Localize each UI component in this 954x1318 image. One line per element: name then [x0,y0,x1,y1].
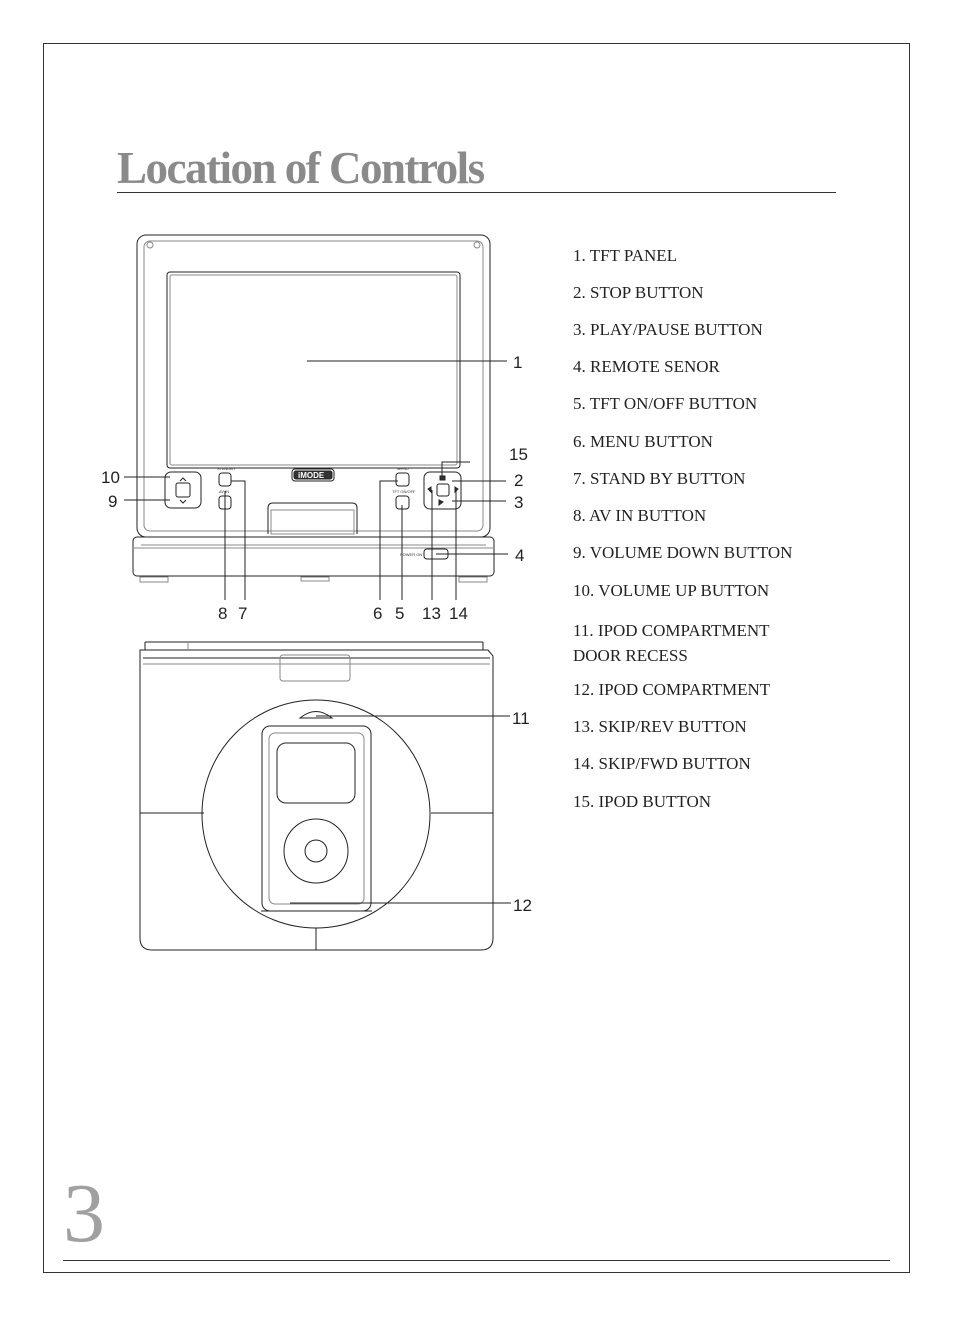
legend-item: 14. SKIP/FWD BUTTON [573,754,751,773]
legend-item: 10. VOLUME UP BUTTON [573,581,770,600]
menu-label: MENU [397,466,409,471]
callout-11: 11 [512,709,530,728]
av-in-label: AV IN [219,489,229,494]
imode-logo [293,470,333,480]
front-view [132,234,495,583]
menu-button [395,472,410,487]
callout-1: 1 [513,353,522,372]
callout-12: 12 [513,896,532,915]
callout-13: 13 [422,604,441,623]
callout-8: 8 [218,604,227,623]
legend-item: 4. REMOTE SENOR [573,357,720,376]
standby-label: STANDBY [217,466,236,471]
callout-15: 15 [509,445,528,464]
legend-item: 12. IPOD COMPARTMENT [573,680,771,699]
legend-item: 11. IPOD COMPARTMENT DOOR RECESS [573,621,770,665]
volume-pad [164,471,202,509]
legend-item: 15. IPOD BUTTON [573,792,712,811]
callout-5: 5 [395,604,404,623]
top-view [139,641,494,951]
legend-item: 7. STAND BY BUTTON [573,469,746,488]
tft-panel [166,271,461,469]
tft-onoff-label: TFT ON/OFF [392,489,416,494]
title-divider [117,192,836,193]
callout-4: 4 [515,546,524,565]
ipod-screen [276,742,356,804]
ipod-compartment [261,725,372,912]
legend-item: 13. SKIP/REV BUTTON [573,717,747,736]
legend-item: 5. TFT ON/OFF BUTTON [573,394,758,413]
legend-item: 2. STOP BUTTON [573,283,704,302]
logo-label: iMODE [298,471,325,480]
ipod-compartment-door [201,699,431,929]
legend-item: 9. VOLUME DOWN BUTTON [573,543,793,562]
standby-button [218,472,232,487]
device-top-shell [139,641,494,951]
page-frame [43,43,910,1273]
power-on-label: POWER ON [400,552,422,557]
page-title: Location of Controls [117,143,485,193]
callout-7: 7 [238,604,247,623]
legend-item: 8. AV IN BUTTON [573,506,707,525]
footer-divider [63,1260,890,1261]
legend-item: 6. MENU BUTTON [573,432,713,451]
device-base [132,536,495,577]
callout-6: 6 [373,604,382,623]
callout-3: 3 [514,493,523,512]
legend-item: 1. TFT PANEL [573,246,678,265]
ipod-click-wheel [283,818,349,884]
leader-lines [124,360,511,904]
callout-2: 2 [514,471,523,490]
callout-14: 14 [449,604,468,623]
callout-9: 9 [108,492,117,511]
page-number: 3 [63,1167,105,1260]
legend-item: 3. PLAY/PAUSE BUTTON [573,320,763,339]
door-recess [298,711,334,719]
callout-10: 10 [101,468,120,487]
